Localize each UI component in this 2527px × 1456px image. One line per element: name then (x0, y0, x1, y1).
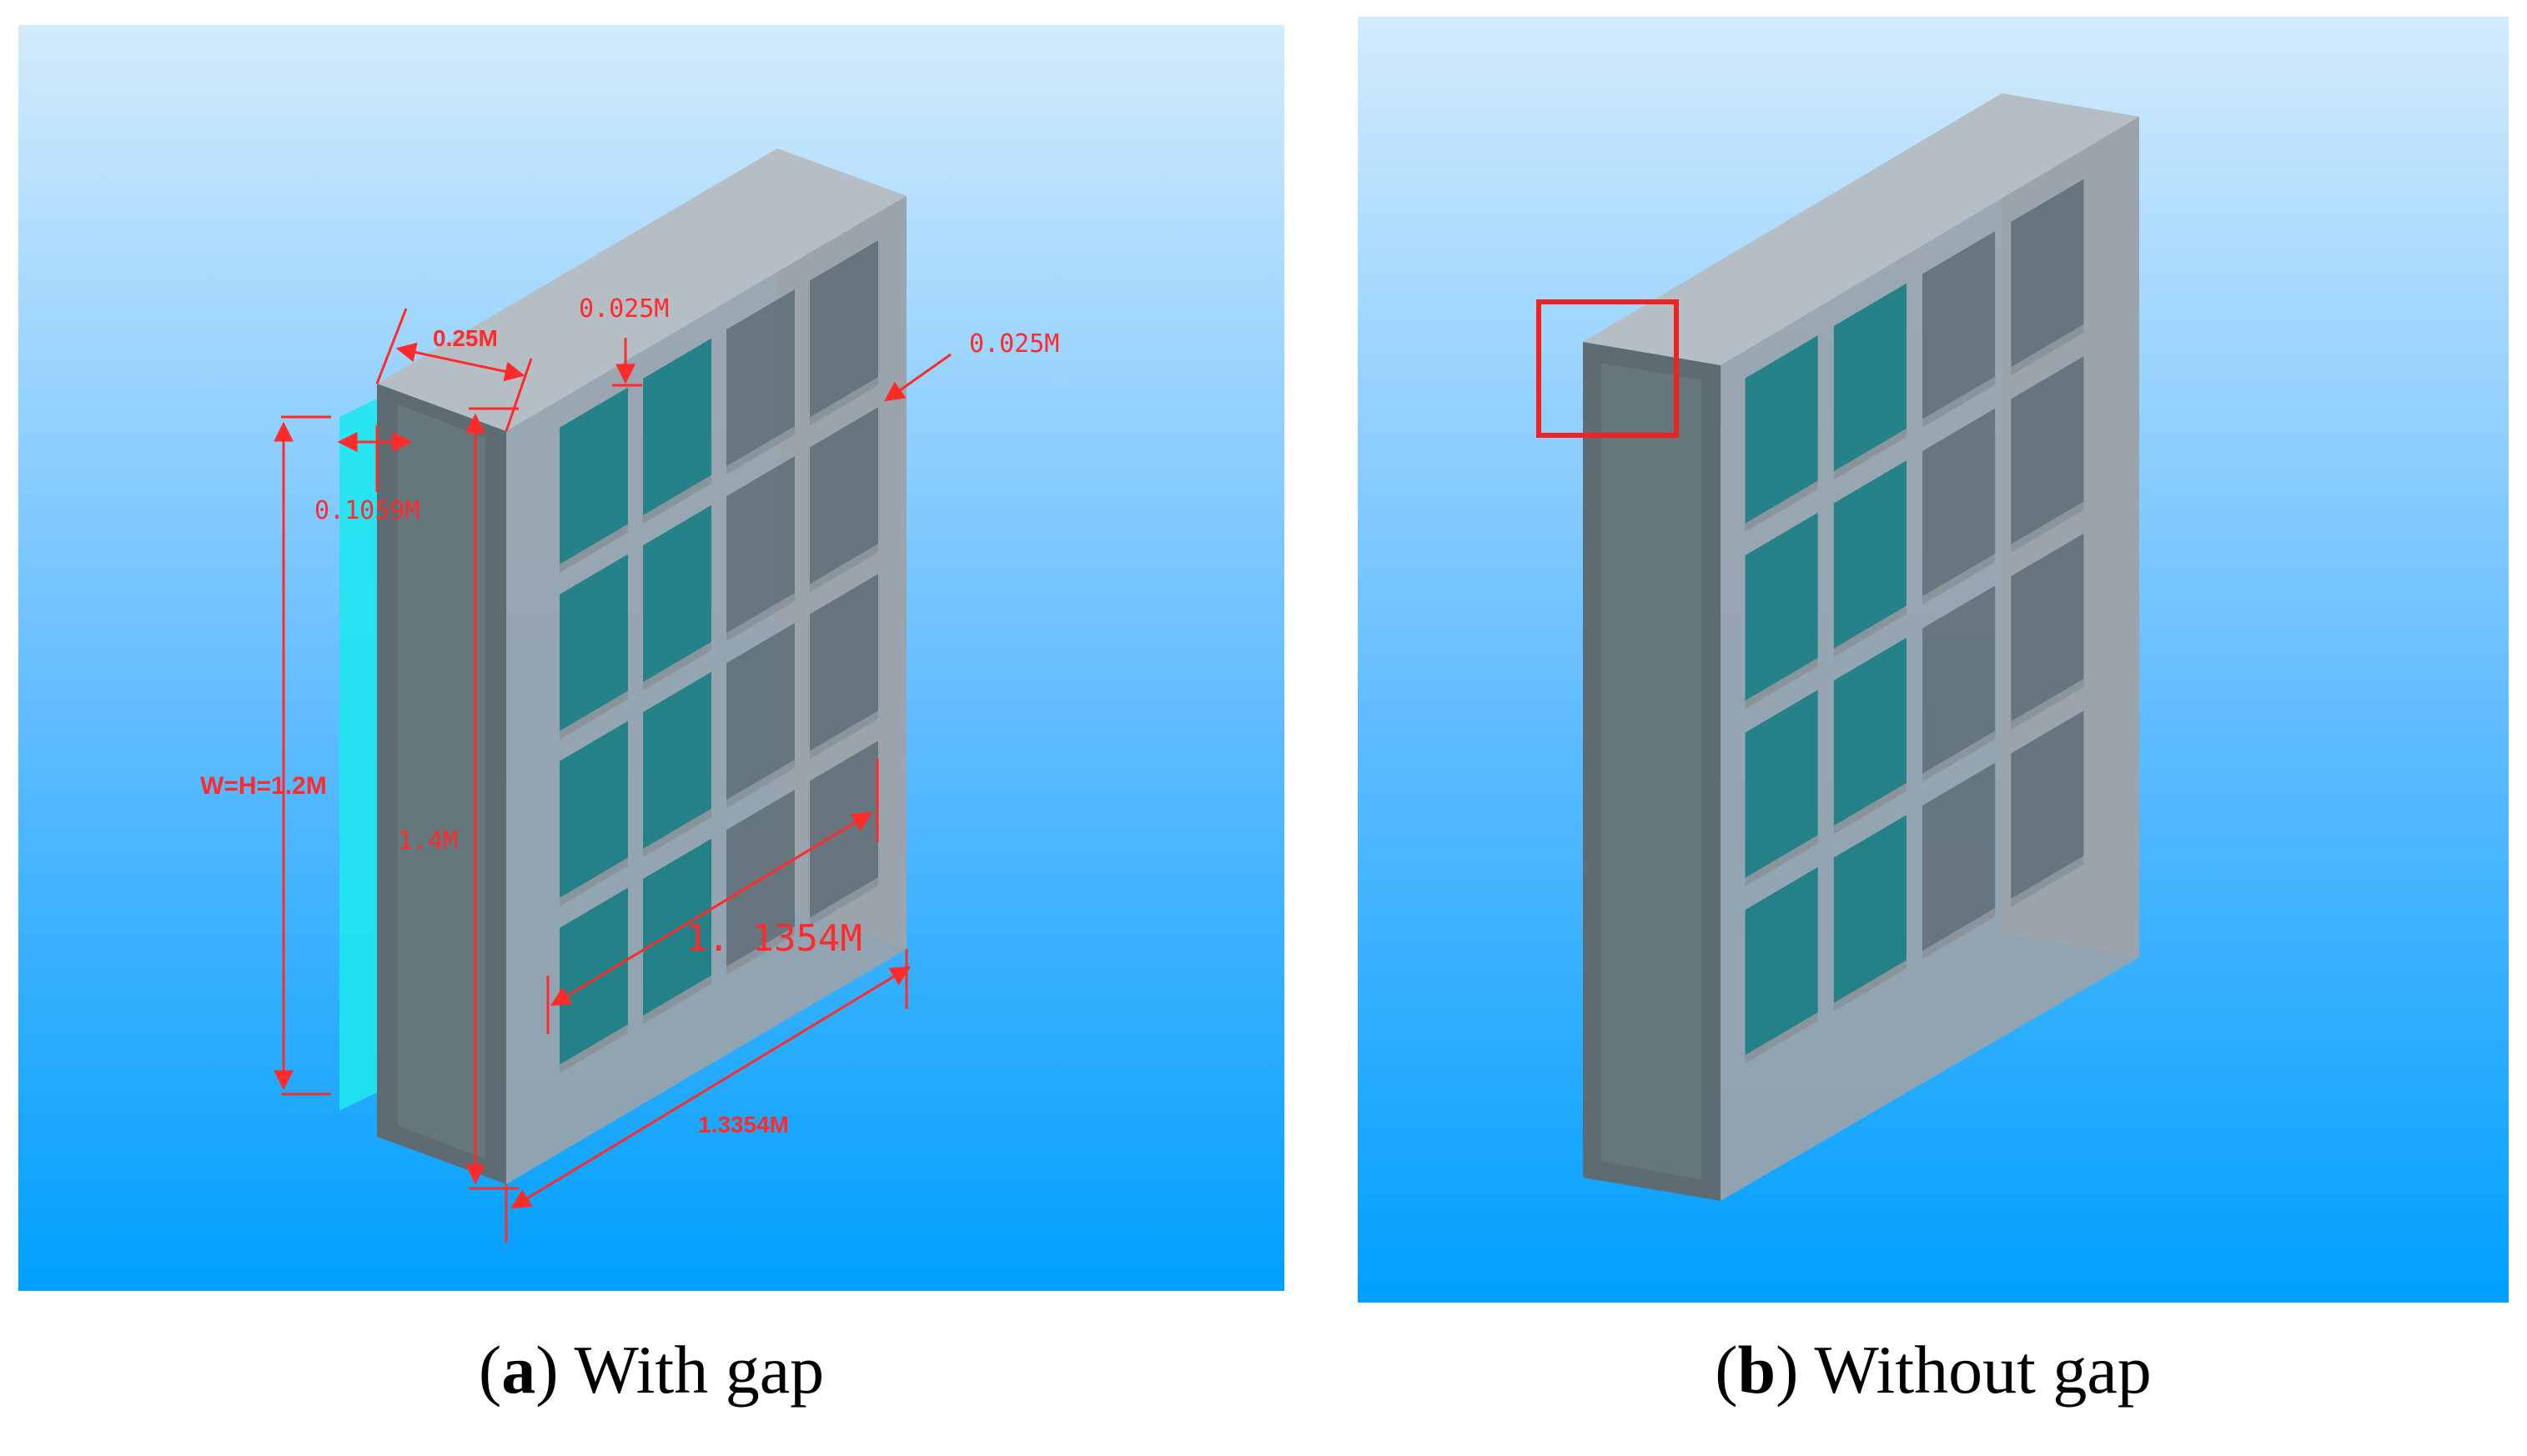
panel-a-with-gap: 0.25M 0.025M 0.025M 0.1059M W=H=1.2M 1.4… (18, 25, 1284, 1291)
panel-b-without-gap (1358, 17, 2509, 1303)
grid-cell (1833, 283, 1907, 472)
dim-side: W=H=1.2M (200, 772, 327, 800)
grid-cell (726, 456, 795, 634)
caption-b-letter: b (1737, 1332, 1776, 1408)
caption-b: (b) Without gap (1715, 1332, 2152, 1408)
dim-outer-width: 1.3354M (698, 1112, 789, 1137)
dim-divider-top: 0.025M (579, 294, 669, 324)
shelf-edge (1833, 605, 1907, 657)
caption-a-letter: a (501, 1332, 536, 1408)
grid-cell (1922, 408, 1996, 597)
shelf-edge (560, 524, 628, 573)
grid-cell (1745, 512, 1818, 701)
caption-a-text: With gap (574, 1332, 825, 1408)
shelf-edge (560, 690, 628, 740)
cells-grid (1745, 178, 2084, 1064)
shelf-edge (726, 426, 795, 475)
grid-cell (1745, 866, 1818, 1056)
shelf-edge (2011, 324, 2084, 376)
gap-highlight-box (1536, 299, 1679, 438)
shelf-edge (643, 474, 711, 524)
grid-cell (810, 240, 878, 418)
shelf-edge (2011, 501, 2084, 553)
grid-cell (643, 671, 711, 849)
grid-cell (1922, 762, 1996, 951)
shelf-edge (1745, 658, 1818, 710)
dimension-labels: 0.25M 0.025M 0.025M 0.1059M W=H=1.2M 1.4… (200, 294, 1059, 1137)
shelf-edge (1833, 783, 1907, 835)
grid-cell (2011, 178, 2084, 368)
grid-cell (560, 387, 628, 565)
dim-depth: 0.25M (433, 325, 498, 351)
shelf-edge (2011, 856, 2084, 907)
shelf-edge (643, 641, 711, 690)
grid-cell (1745, 690, 1818, 878)
grid-cell (726, 623, 795, 801)
panel-b-render (1358, 17, 2509, 1303)
grid-cell (1833, 460, 1907, 649)
shelf-edge (810, 377, 878, 426)
shelf-edge (1745, 835, 1818, 886)
frame-top-face (1583, 93, 2139, 365)
shelf-edge (1833, 960, 1907, 1012)
shelf-edge (726, 760, 795, 809)
grid-cell (1922, 231, 1996, 419)
grid-cell (2011, 710, 2084, 899)
shelf-edge (810, 544, 878, 593)
shelf-edge (726, 593, 795, 642)
grid-cell (2011, 533, 2084, 722)
shelf-edge (1922, 376, 1996, 428)
grid-cell (810, 407, 878, 585)
shelf-edge (2011, 679, 2084, 731)
grid-cell (726, 289, 795, 467)
cyan-panel (339, 399, 377, 1111)
dim-inner-width: 1. 1354M (686, 917, 862, 960)
grid-cell (2011, 356, 2084, 545)
shelf-edge (1922, 554, 1996, 605)
dim-divider-side: 0.025M (969, 329, 1059, 359)
grid-cell (1833, 815, 1907, 1003)
dimension-lines (274, 308, 952, 1243)
dim-height: 1.4M (398, 826, 458, 856)
shelf-edge (810, 710, 878, 760)
shelf-edge (1922, 731, 1996, 782)
grid-cell (1922, 585, 1996, 774)
caption-b-text: Without gap (1814, 1332, 2152, 1408)
shelf-edge (1745, 480, 1818, 532)
grid-cell (643, 338, 711, 515)
grid-cell (643, 505, 711, 682)
grid-cell (560, 554, 628, 731)
dim-gap: 0.1059M (314, 496, 419, 525)
grid-cell (1745, 335, 1818, 524)
shelf-edge (1833, 429, 1907, 480)
grid-cell (810, 574, 878, 751)
caption-a: (a) With gap (478, 1332, 825, 1408)
grid-cell (1833, 637, 1907, 826)
shelf-edge (1745, 1012, 1818, 1064)
shelf-edge (1922, 908, 1996, 960)
panel-a-render: 0.25M 0.025M 0.025M 0.1059M W=H=1.2M 1.4… (18, 25, 1284, 1291)
